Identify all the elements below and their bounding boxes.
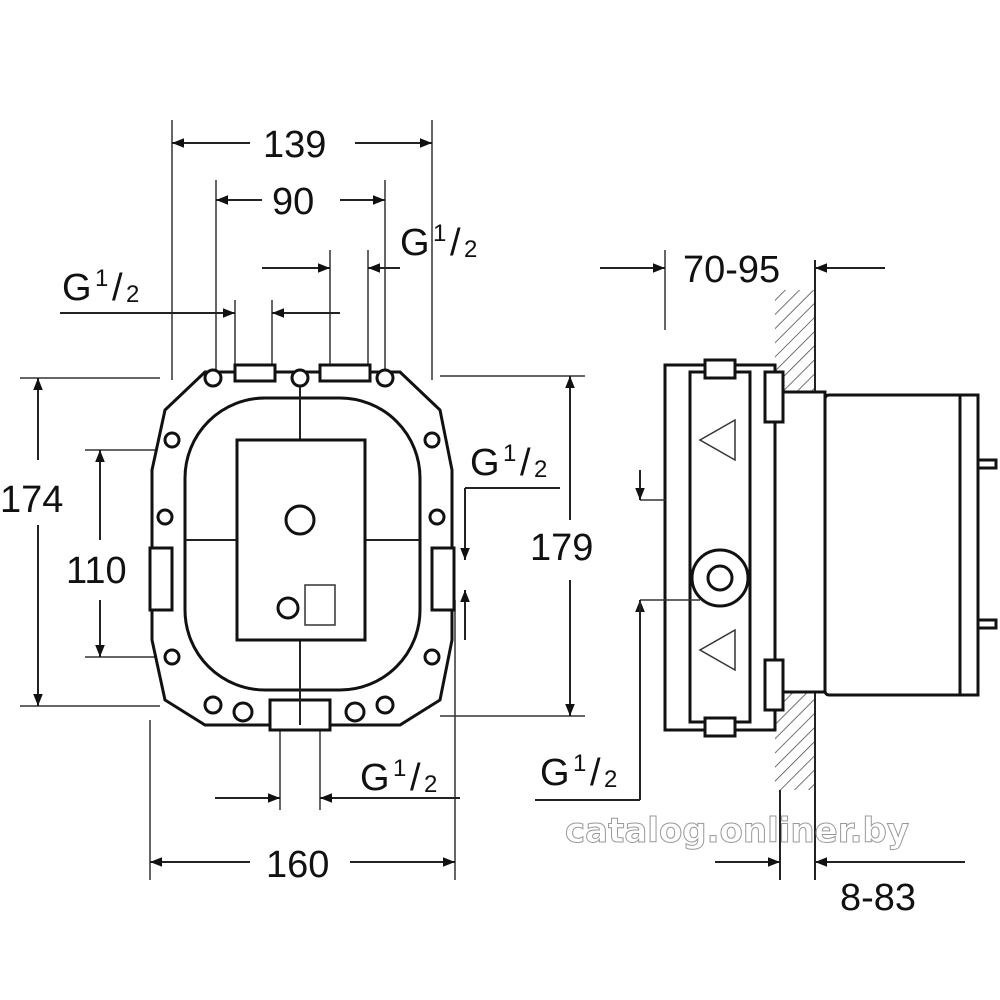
svg-text:2: 2 (604, 766, 617, 793)
dim-70-95-label: 70-95 (683, 249, 780, 291)
svg-text:/: / (112, 267, 123, 309)
svg-text:/: / (590, 752, 601, 794)
dim-174-label: 174 (0, 479, 63, 521)
side-view-arrows (535, 263, 965, 880)
front-view-arrows (33, 138, 575, 867)
svg-text:G: G (540, 752, 570, 794)
svg-text:1: 1 (95, 265, 108, 292)
dim-160-label: 160 (266, 844, 329, 886)
svg-text:1: 1 (393, 755, 406, 782)
svg-text:G: G (400, 222, 430, 264)
dim-179-label: 179 (530, 527, 593, 569)
dim-8-83-label: 8-83 (840, 877, 916, 919)
svg-text:/: / (410, 757, 421, 799)
svg-text:1: 1 (503, 440, 516, 467)
watermark: catalog.onliner.by (565, 811, 909, 851)
svg-text:2: 2 (464, 236, 477, 263)
svg-text:G: G (360, 757, 390, 799)
svg-text:/: / (520, 442, 531, 484)
svg-text:/: / (450, 222, 461, 264)
svg-text:G: G (470, 442, 500, 484)
svg-text:2: 2 (126, 281, 139, 308)
dim-139-label: 139 (263, 124, 326, 166)
svg-text:2: 2 (534, 456, 547, 483)
svg-text:1: 1 (433, 220, 446, 247)
dim-90-label: 90 (272, 181, 314, 223)
svg-text:2: 2 (424, 771, 437, 798)
dim-110-label: 110 (66, 550, 127, 592)
svg-text:1: 1 (573, 750, 586, 777)
svg-text:G: G (62, 267, 92, 309)
side-view-valve-body (640, 250, 998, 880)
front-view-valve-body (148, 363, 456, 732)
